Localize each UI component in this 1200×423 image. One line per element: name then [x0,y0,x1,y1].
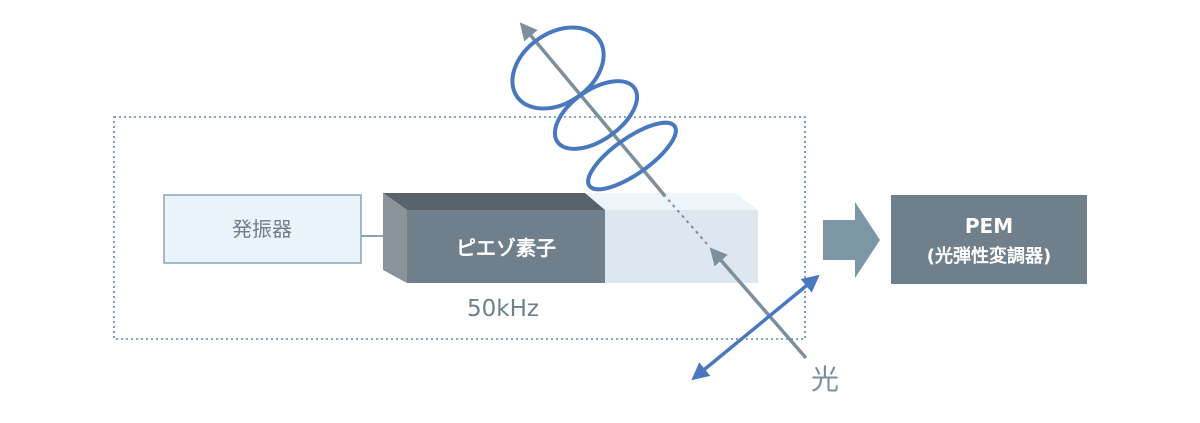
piezo-block-side [383,193,407,283]
light-ray-incoming [709,247,808,360]
light-label: 光 [811,363,839,396]
frequency-label: 50kHz [467,296,539,322]
piezo-block-front [407,210,605,283]
glass-block-front [605,210,758,283]
oscillator-label: 発振器 [232,217,292,241]
piezo-label: ピエゾ素子 [456,236,556,260]
pem-title: PEM [965,214,1013,238]
glass-block-top [585,193,758,210]
light-ray-outgoing [519,22,667,198]
pem-subtitle: (光弾性変調器) [927,245,1051,267]
linear-polarization-arrow [691,274,820,381]
output-arrow-icon [823,202,880,278]
modulator-enclosure [113,116,806,340]
piezo-block-top [383,193,605,210]
pem-box [891,195,1087,284]
polarization-ellipse-3 [586,120,678,192]
polarization-ellipse-2 [552,79,640,151]
oscillator-box [163,194,362,264]
polarization-ellipses [510,25,678,192]
